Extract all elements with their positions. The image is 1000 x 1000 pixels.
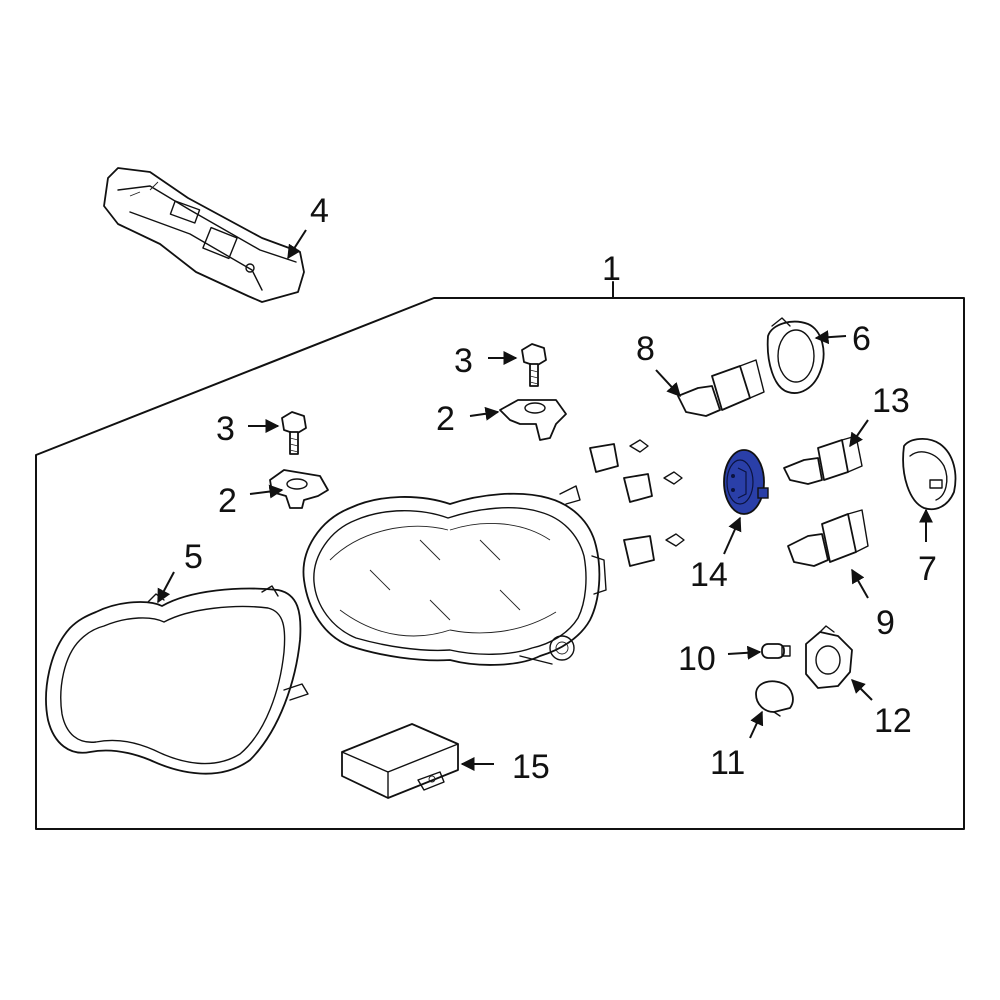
socket-cover-part-7[interactable]	[902, 438, 957, 511]
control-module-part-15[interactable]	[341, 723, 459, 799]
callout-12: 12	[874, 702, 912, 740]
bolt-part-upper[interactable]	[521, 343, 547, 387]
bulb-part-11[interactable]	[755, 680, 794, 717]
callout-14: 14	[690, 556, 728, 594]
socket-part-12[interactable]	[805, 625, 853, 689]
callout-2-left: 2	[218, 482, 237, 520]
bulb-part-9[interactable]	[787, 509, 869, 567]
callout-10: 10	[678, 640, 716, 678]
leader-arrows	[157, 229, 933, 771]
retainer-ring-part-6[interactable]	[766, 317, 825, 394]
bulb-part-13[interactable]	[783, 435, 863, 485]
callout-11: 11	[710, 744, 745, 782]
connector-parts	[589, 439, 685, 567]
bolt-part-left[interactable]	[281, 411, 307, 455]
callout-9: 9	[876, 604, 895, 642]
headlamp-housing	[302, 485, 607, 666]
mounting-bracket-part[interactable]	[103, 167, 305, 303]
clip-part-upper[interactable]	[499, 399, 567, 441]
callout-6: 6	[852, 320, 871, 358]
callout-labels: 1 4 3 2 3 2 5 8 6 13 7 14 9 10 12 11 15	[184, 192, 937, 786]
callout-1: 1	[602, 250, 621, 288]
callout-5: 5	[184, 538, 203, 576]
callout-3-left: 3	[216, 410, 235, 448]
bulb-part-10[interactable]	[761, 643, 791, 659]
callout-8: 8	[636, 330, 655, 368]
housing-gasket-part[interactable]	[45, 585, 309, 775]
callout-7: 7	[918, 550, 937, 588]
callout-13: 13	[872, 382, 910, 420]
bulb-part-8[interactable]	[677, 359, 765, 417]
callout-15: 15	[512, 748, 550, 786]
callout-4: 4	[310, 192, 329, 230]
clip-part-left[interactable]	[269, 469, 329, 509]
highlighted-socket-part-14[interactable]	[723, 449, 769, 515]
assembly-boundary	[35, 297, 965, 830]
callout-3-upper: 3	[454, 342, 473, 380]
callout-2-upper: 2	[436, 400, 455, 438]
